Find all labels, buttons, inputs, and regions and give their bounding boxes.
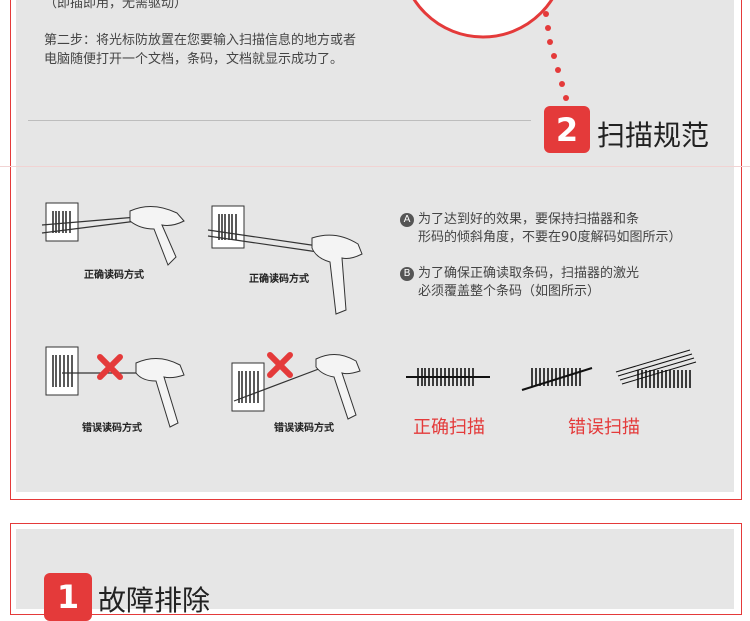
note-a-marker: A — [400, 213, 414, 227]
label-wrong-scan: 错误扫描 — [568, 417, 640, 438]
wrong-scan-diagram-2 — [231, 352, 361, 420]
note-b-text1: 为了确保正确读取条码，扫描器的激光 — [418, 266, 640, 281]
section2-title: 扫描规范 — [597, 119, 710, 152]
note-a-line2: 形码的倾斜角度，不要在90度解码如图所示） — [418, 230, 682, 245]
divider-line — [28, 120, 531, 121]
scanner-connection-illustration — [412, 0, 554, 39]
section-separator — [0, 166, 750, 167]
caption-correct-1: 正确读码方式 — [84, 270, 144, 281]
section1-number-badge: 1 — [44, 573, 92, 621]
step1-tail: （即插即用，无需驱动） — [44, 0, 188, 11]
wrong-scan-diagram-1 — [45, 346, 185, 428]
note-a-line1: A 为了达到好的效果，要保持扫描器和条 — [400, 210, 639, 229]
top-card-border — [10, 0, 742, 500]
note-b-line1: B 为了确保正确读取条码，扫描器的激光 — [400, 264, 639, 283]
caption-correct-2: 正确读码方式 — [249, 274, 309, 285]
section1-title: 故障排除 — [98, 584, 211, 617]
barcode-correct-example — [406, 368, 490, 386]
note-b-marker: B — [400, 267, 414, 281]
caption-wrong-1: 错误读码方式 — [82, 423, 142, 434]
top-card — [16, 0, 734, 492]
bottom-card — [16, 529, 734, 609]
barcode-wrong-example-1 — [521, 367, 593, 391]
note-b-line2: 必须覆盖整个条码（如图所示） — [418, 284, 601, 299]
label-correct-scan: 正确扫描 — [413, 417, 485, 438]
caption-wrong-2: 错误读码方式 — [274, 423, 334, 434]
correct-scan-diagram-1 — [41, 202, 185, 266]
dotted-connector — [543, 11, 569, 101]
step2-line2: 电脑随便打开一个文档，条码，文档就显示成功了。 — [44, 52, 344, 67]
note-a-text1: 为了达到好的效果，要保持扫描器和条 — [418, 212, 640, 227]
correct-scan-diagram-2 — [207, 205, 363, 315]
barcode-wrong-example-2 — [615, 349, 697, 388]
section2-number-badge: 2 — [544, 106, 590, 153]
step2-line1: 第二步：将光标防放置在您要输入扫描信息的地方或者 — [44, 33, 357, 48]
